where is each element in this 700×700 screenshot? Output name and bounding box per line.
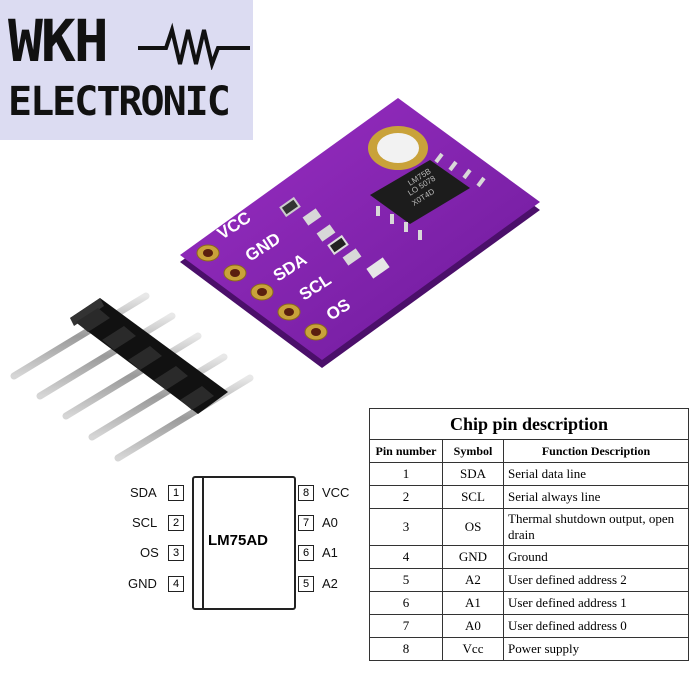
ic-name: LM75AD xyxy=(208,532,269,549)
cell-pin: 7 xyxy=(369,614,443,638)
table-title: Chip pin description xyxy=(369,408,689,439)
pin-label-right-7: A0 xyxy=(322,515,338,530)
ic-body: LM75AD xyxy=(192,476,296,610)
cell-pin: 4 xyxy=(369,545,443,569)
cell-pin: 6 xyxy=(369,591,443,615)
cell-function: Ground xyxy=(503,545,689,569)
cell-symbol: Vcc xyxy=(442,637,504,661)
table-header-row: Pin number Symbol Function Description xyxy=(369,439,689,463)
table-row: 6 A1 User defined address 1 xyxy=(369,591,689,615)
cell-function: Power supply xyxy=(503,637,689,661)
cell-function: User defined address 2 xyxy=(503,568,689,592)
soic-chip: LM75B LO 5078 X0T4D xyxy=(370,152,486,240)
cell-pin: 5 xyxy=(369,568,443,592)
pin-number-left-3: 3 xyxy=(168,545,184,561)
cell-symbol: A0 xyxy=(442,614,504,638)
logo-text-top: WKH xyxy=(8,7,109,75)
pin-number-left-4: 4 xyxy=(168,576,184,592)
pin-number-right-5: 5 xyxy=(298,576,314,592)
header-function: Function Description xyxy=(503,439,689,463)
cell-symbol: A1 xyxy=(442,591,504,615)
pin-number-right-6: 6 xyxy=(298,545,314,561)
table-row: 4 GND Ground xyxy=(369,545,689,569)
ic-pinout-diagram: SDA 1 SCL 2 OS 3 GND 4 LM75AD 8 VCC 7 A0… xyxy=(120,470,370,620)
table-row: 2 SCL Serial always line xyxy=(369,485,689,509)
header-pins-metal xyxy=(10,292,254,462)
cell-symbol: GND xyxy=(442,545,504,569)
pin-label-right-8: VCC xyxy=(322,485,350,500)
cell-symbol: SCL xyxy=(442,485,504,509)
brand-logo: WKH ELECTRONIC xyxy=(0,0,253,140)
cell-symbol: OS xyxy=(442,508,504,546)
pin-number-left-1: 1 xyxy=(168,485,184,501)
pin-label-right-6: A1 xyxy=(322,545,338,560)
pin-label-left-2: SCL xyxy=(132,515,158,530)
smd-components xyxy=(279,196,390,279)
logo-text-bottom: ELECTRONIC xyxy=(8,79,231,125)
table-row: 5 A2 User defined address 2 xyxy=(369,568,689,592)
pin-label-left-3: OS xyxy=(140,545,159,560)
cell-function: Thermal shutdown output, open drain xyxy=(503,508,689,546)
header-plastic xyxy=(70,298,228,414)
pad-holes xyxy=(203,249,321,336)
cell-function: User defined address 0 xyxy=(503,614,689,638)
cell-function: User defined address 1 xyxy=(503,591,689,615)
cell-pin: 8 xyxy=(369,637,443,661)
table-row: 7 A0 User defined address 0 xyxy=(369,614,689,638)
header-symbol: Symbol xyxy=(442,439,504,463)
pin-description-table: Chip pin description Pin number Symbol F… xyxy=(369,408,689,661)
mounting-hole xyxy=(368,126,428,170)
pin-number-right-8: 8 xyxy=(298,485,314,501)
pin-number-left-2: 2 xyxy=(168,515,184,531)
cell-pin: 1 xyxy=(369,462,443,486)
cell-pin: 2 xyxy=(369,485,443,509)
table-row: 1 SDA Serial data line xyxy=(369,462,689,486)
cell-symbol: SDA xyxy=(442,462,504,486)
pin-label-left-1: SDA xyxy=(130,485,157,500)
pin-header xyxy=(10,292,254,462)
cell-symbol: A2 xyxy=(442,568,504,592)
cell-function: Serial always line xyxy=(503,485,689,509)
table-row: 8 Vcc Power supply xyxy=(369,637,689,661)
cell-pin: 3 xyxy=(369,508,443,546)
pin-number-right-7: 7 xyxy=(298,515,314,531)
table-row: 3 OS Thermal shutdown output, open drain xyxy=(369,508,689,546)
pin-label-right-5: A2 xyxy=(322,576,338,591)
pin-label-left-4: GND xyxy=(128,576,157,591)
resistor-icon xyxy=(138,22,250,70)
cell-function: Serial data line xyxy=(503,462,689,486)
header-pin-number: Pin number xyxy=(369,439,443,463)
ic-notch xyxy=(202,478,204,608)
